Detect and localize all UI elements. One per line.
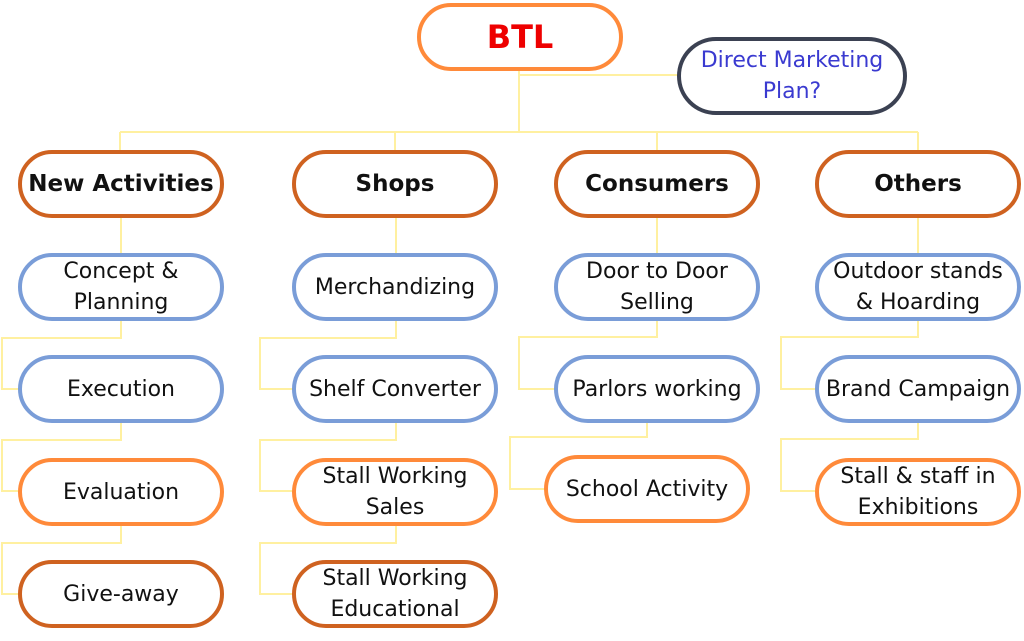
- category-others: Others: [815, 150, 1021, 218]
- category-shops: Shops: [292, 150, 498, 218]
- item-merchandizing: Merchandizing: [292, 253, 498, 321]
- root-node-btl: BTL: [417, 3, 623, 71]
- item-outdoor-stands-hoarding: Outdoor stands & Hoarding: [815, 253, 1021, 321]
- item-brand-campaign: Brand Campaign: [815, 355, 1021, 423]
- category-new-activities: New Activities: [18, 150, 224, 218]
- item-concept-planning: Concept & Planning: [18, 253, 224, 321]
- item-door-to-door-selling: Door to Door Selling: [554, 253, 760, 321]
- item-execution: Execution: [18, 355, 224, 423]
- item-shelf-converter: Shelf Converter: [292, 355, 498, 423]
- item-school-activity: School Activity: [544, 455, 750, 523]
- item-evaluation: Evaluation: [18, 458, 224, 526]
- item-stall-staff-exhibitions: Stall & staff in Exhibitions: [815, 458, 1021, 526]
- category-consumers: Consumers: [554, 150, 760, 218]
- direct-marketing-note: Direct Marketing Plan?: [677, 37, 907, 115]
- item-stall-working-educational: Stall Working Educational: [292, 560, 498, 628]
- item-parlors-working: Parlors working: [554, 355, 760, 423]
- item-give-away: Give-away: [18, 560, 224, 628]
- item-stall-working-sales: Stall Working Sales: [292, 458, 498, 526]
